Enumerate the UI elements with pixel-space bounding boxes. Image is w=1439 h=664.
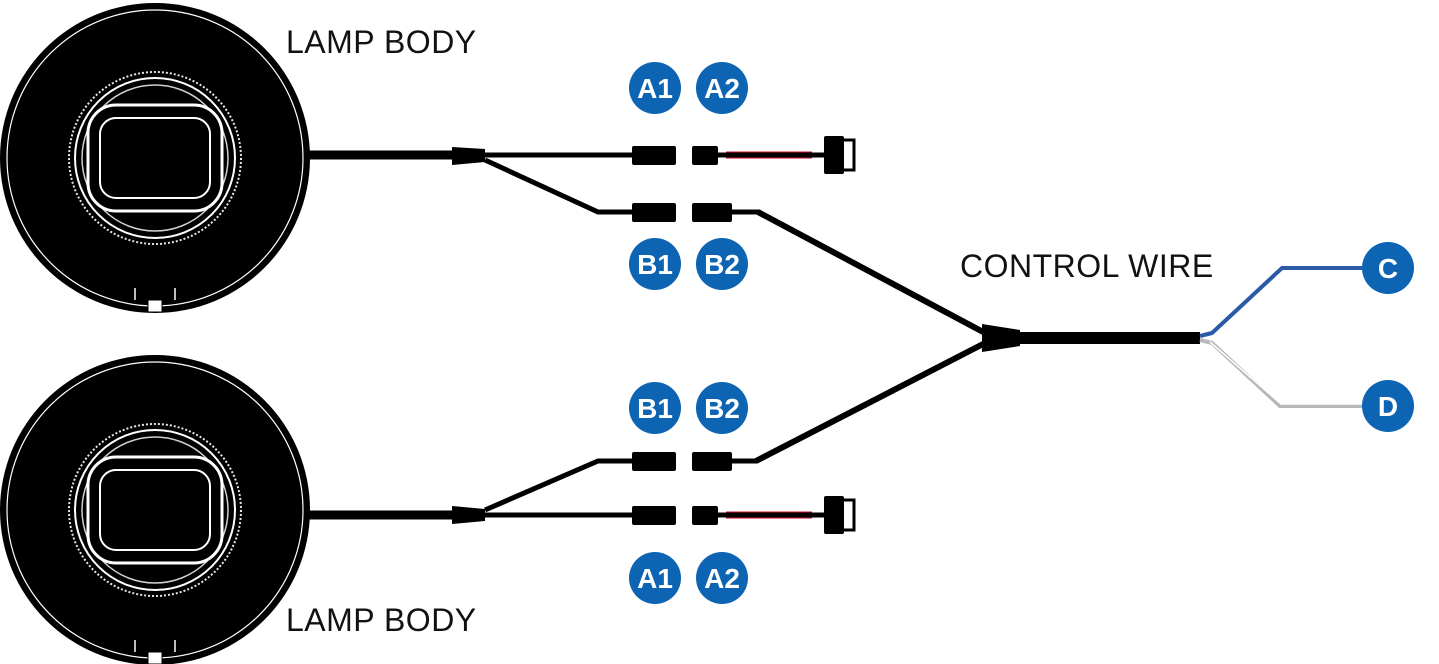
badge-d: D <box>1362 380 1414 432</box>
badge-bottom-a1: A1 <box>629 552 681 604</box>
connector-bottom-a1 <box>632 506 676 525</box>
connector-top-b1 <box>632 203 676 222</box>
control-wire-label: CONTROL WIRE <box>960 248 1214 284</box>
badge-top-a1: A1 <box>629 62 681 114</box>
badge-d-text: D <box>1378 391 1398 422</box>
connector-bottom-b1 <box>632 452 676 471</box>
badge-top-b1-text: B1 <box>637 249 673 280</box>
badge-bottom-a2: A2 <box>696 552 748 604</box>
connector-bottom-b2 <box>692 452 758 471</box>
badge-bottom-b2: B2 <box>696 382 748 434</box>
wire-c <box>1199 266 1364 338</box>
badge-top-a2: A2 <box>696 62 748 114</box>
lamp-body-top-label: LAMP BODY <box>286 24 477 60</box>
badge-top-b1: B1 <box>629 238 681 290</box>
badge-bottom-b2-text: B2 <box>704 393 740 424</box>
connector-top-a1 <box>632 146 676 165</box>
badge-top-a2-text: A2 <box>704 73 740 104</box>
cable-bottom <box>305 458 640 524</box>
control-wire <box>754 209 1200 464</box>
badge-top-b2-text: B2 <box>704 249 740 280</box>
connector-top-a2 <box>692 136 856 174</box>
badge-bottom-a1-text: A1 <box>637 563 673 594</box>
badge-bottom-b1: B1 <box>629 382 681 434</box>
badge-top-a1-text: A1 <box>637 73 673 104</box>
cable-top <box>305 147 640 215</box>
connector-top-b2 <box>692 203 760 222</box>
badge-bottom-b1-text: B1 <box>637 393 673 424</box>
badge-top-b2: B2 <box>696 238 748 290</box>
lamp-body-top <box>0 3 310 313</box>
connector-bottom-a2 <box>692 496 856 534</box>
badge-c-text: C <box>1378 253 1398 284</box>
badge-bottom-a2-text: A2 <box>704 563 740 594</box>
lamp-body-bottom-label: LAMP BODY <box>286 602 477 638</box>
lamp-body-bottom <box>0 355 310 664</box>
badge-c: C <box>1362 242 1414 294</box>
wire-d <box>1199 338 1364 408</box>
